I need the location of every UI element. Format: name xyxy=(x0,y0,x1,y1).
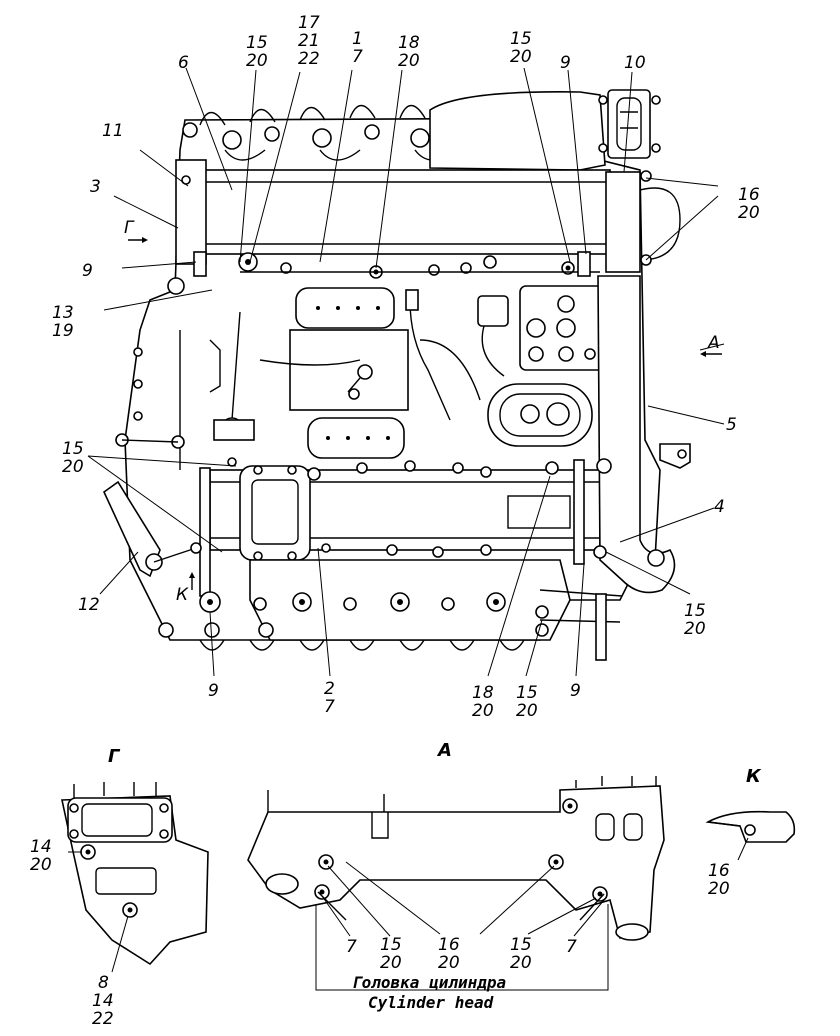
callout-9-bottom-right: 9 xyxy=(570,681,581,701)
leader-lines xyxy=(87,67,725,677)
view-arrow-g: Г xyxy=(124,218,148,243)
pump-holes xyxy=(316,306,380,310)
a-callout-7-left: 7 xyxy=(346,937,357,957)
main-engine-drawing xyxy=(102,89,691,661)
arrow-k-label: К xyxy=(176,585,189,605)
a-callout-7-right: 7 xyxy=(566,937,577,957)
caption-en: Cylinder head xyxy=(368,993,494,1012)
callout-3: 3 xyxy=(90,177,101,197)
arrow-g-label: Г xyxy=(124,218,135,238)
view-k-title: К xyxy=(746,766,762,787)
view-g-title: Г xyxy=(108,746,121,767)
callout-6: 6 xyxy=(178,53,189,73)
caption-ru: Головка цилиндра xyxy=(352,973,506,992)
callout-9-left: 9 xyxy=(82,261,93,281)
pump-lower-holes xyxy=(326,436,390,440)
callout-11: 11 xyxy=(102,121,124,141)
view-a-title: А xyxy=(436,740,452,761)
callout-5: 5 xyxy=(726,415,737,435)
callout-9-bottom-left: 9 xyxy=(208,681,219,701)
callout-9-top: 9 xyxy=(560,53,571,73)
manifold-bolts-lower xyxy=(227,457,559,558)
view-arrow-k: К xyxy=(176,572,195,605)
arrow-a-label: А xyxy=(707,333,720,353)
callout-4: 4 xyxy=(714,497,725,517)
callout-10: 10 xyxy=(624,53,646,73)
outlet-flange xyxy=(598,89,661,159)
callout-12: 12 xyxy=(78,595,100,615)
view-arrow-a: А xyxy=(700,333,722,357)
